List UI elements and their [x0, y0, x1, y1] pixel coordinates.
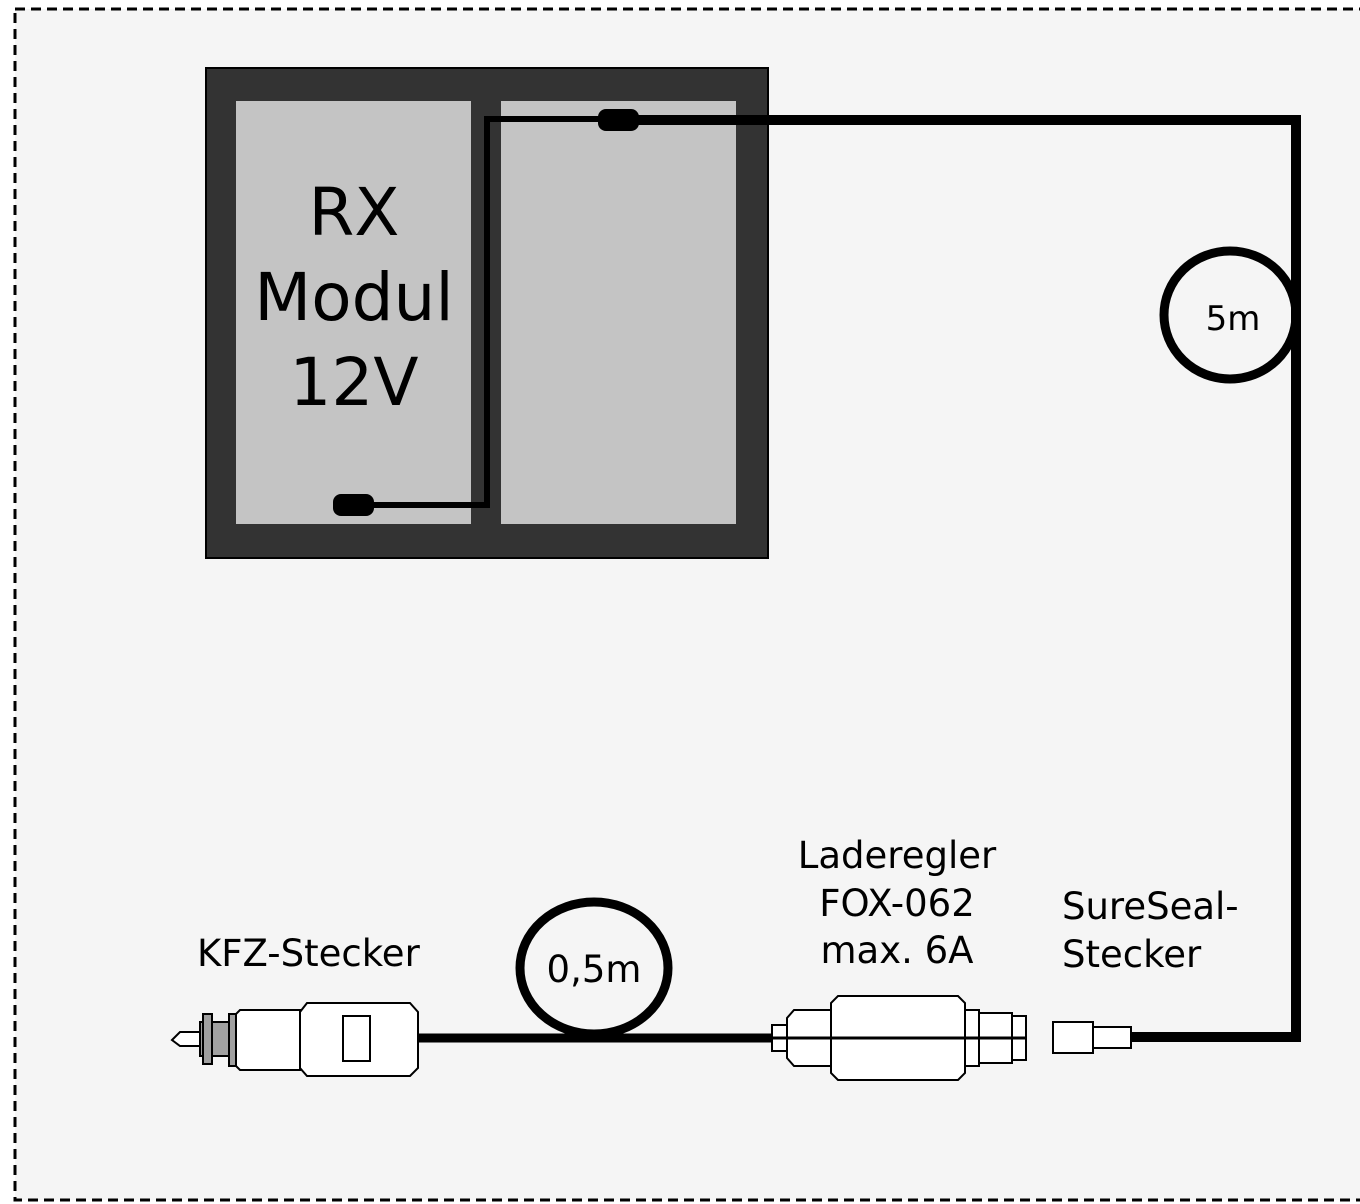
car-plug-label: KFZ-Stecker	[197, 932, 421, 975]
cable-long-length: 5m	[1206, 299, 1261, 339]
internal-connector-top	[598, 109, 639, 131]
module-label-line2: Modul	[254, 259, 453, 336]
rx-module: RX Modul 12V	[205, 67, 769, 559]
cable-long-coil-icon	[1159, 246, 1301, 384]
cable-short-length: 0,5m	[547, 948, 642, 991]
internal-wire	[355, 116, 618, 508]
controller-label-line3: max. 6A	[821, 929, 974, 972]
internal-connector-bottom	[333, 494, 374, 516]
module-panel-left	[236, 101, 471, 524]
cable-long: 5m	[636, 115, 1301, 1042]
car-plug-icon	[170, 1002, 419, 1077]
sureseal-plug-icon	[1052, 1021, 1132, 1054]
sureseal-label-line1: SureSeal-	[1062, 885, 1239, 928]
cable-long-line	[636, 115, 1301, 1042]
module-panel-right	[501, 101, 736, 524]
sureseal-label-line2: Stecker	[1062, 933, 1202, 976]
cable-short-coil-icon	[515, 897, 673, 1039]
controller-label-line1: Laderegler	[798, 834, 997, 877]
controller-label-line2: FOX-062	[819, 882, 975, 925]
module-label-line3: 12V	[289, 344, 418, 421]
module-label-line1: RX	[308, 174, 399, 251]
cable-short: 0,5m	[416, 897, 1026, 1043]
